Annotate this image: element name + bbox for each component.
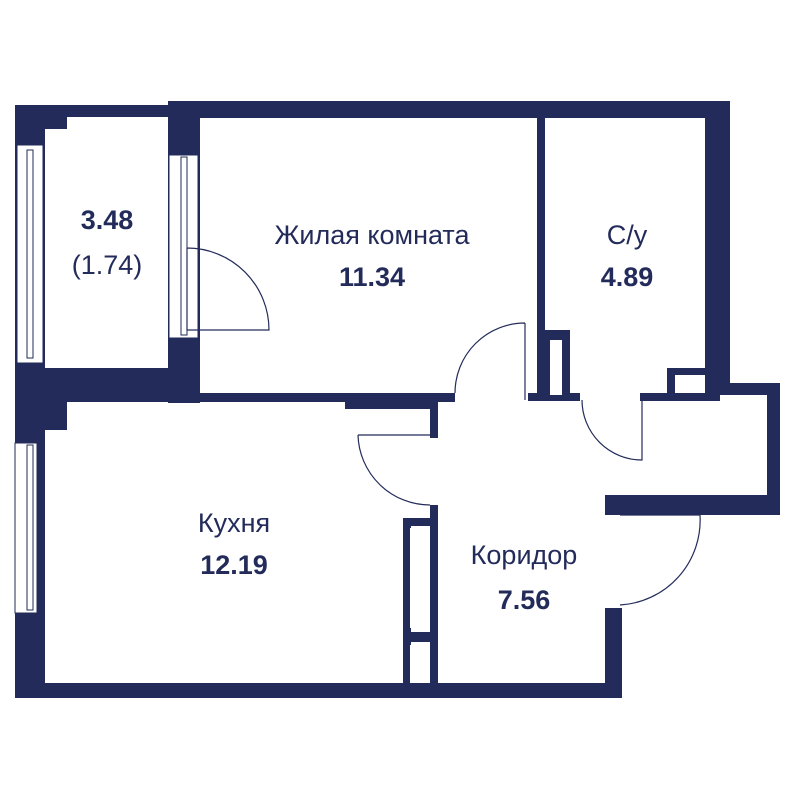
- kitchen-door-swing: [357, 434, 431, 506]
- wall-openings: [410, 340, 705, 683]
- living-room-name: Жилая комната: [274, 220, 470, 250]
- bathroom-door-swing: [581, 399, 643, 461]
- bathroom-right-nib: [705, 118, 715, 193]
- entrance-door-swing: [619, 514, 701, 606]
- doors: [186, 247, 701, 606]
- kitchen-wall-top: [430, 402, 438, 438]
- balcony-top-wall: [15, 105, 170, 117]
- kitchen-window: [14, 442, 38, 614]
- corridor-area: 7.56: [497, 585, 551, 615]
- right-annex-right: [767, 383, 780, 515]
- balcony-corner: [45, 117, 67, 129]
- walls: [15, 101, 780, 698]
- right-annex-bottom: [605, 495, 780, 515]
- right-annex-top: [705, 383, 780, 395]
- kitchen-name: Кухня: [197, 508, 271, 538]
- kitchen-corner: [45, 400, 67, 430]
- bathroom-bottom-wall-right: [640, 393, 720, 401]
- cabinet-mid: [405, 632, 433, 642]
- bathroom-area: 4.89: [600, 262, 654, 292]
- balcony-area-reduced: (1.74): [71, 250, 143, 280]
- balcony-bottom-wall: [15, 368, 200, 402]
- living-bottom-wall: [200, 393, 455, 402]
- kitchen-window-pane: [26, 444, 34, 611]
- corridor-name: Коридор: [470, 540, 578, 570]
- windows: [14, 144, 199, 614]
- bathroom-left-wall: [537, 118, 545, 400]
- bottom-outer-wall: [15, 683, 622, 698]
- top-outer-wall: [168, 101, 730, 118]
- bathroom-name: С/у: [606, 220, 648, 250]
- kitchen-corridor-wall: [430, 505, 438, 698]
- living-door-swing: [454, 322, 526, 400]
- balcony-area: 3.48: [80, 205, 134, 235]
- kitchen-top-step: [345, 400, 435, 409]
- balcony-door-swing: [186, 247, 270, 331]
- balcony-window-pane: [26, 149, 34, 359]
- bathroom-bottom-wall-left: [528, 393, 580, 401]
- cabinet-side: [403, 518, 411, 688]
- cabinet-top: [403, 518, 433, 526]
- living-room-area: 11.34: [338, 262, 406, 292]
- balcony-door-pane: [180, 156, 188, 336]
- corridor-right-wall: [605, 608, 622, 698]
- kitchen-area: 12.19: [200, 550, 268, 580]
